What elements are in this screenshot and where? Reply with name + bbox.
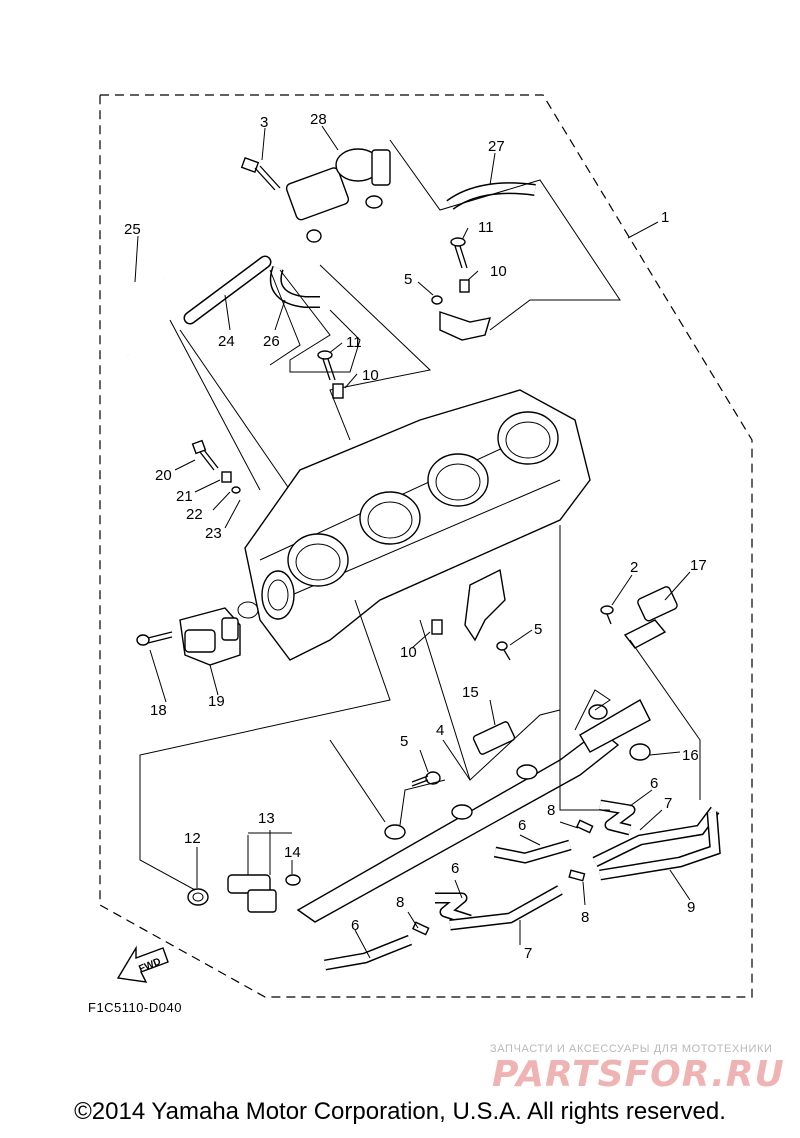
callout-6: 6 [518, 817, 526, 834]
callout-27: 27 [488, 138, 505, 155]
vacuum-sensor-part [285, 148, 391, 243]
watermark-logo: PARTSFOR.RU [492, 1054, 785, 1095]
callout-7: 7 [664, 795, 672, 812]
throttle-position-sensor-part [136, 601, 259, 666]
hoses-group [113, 182, 536, 359]
callout-11: 11 [346, 334, 362, 351]
callout-6: 6 [650, 775, 658, 792]
callout-1: 1 [661, 209, 669, 226]
callout-8: 8 [396, 894, 404, 911]
fuel-hoses-group [324, 789, 721, 971]
callout-17: 17 [690, 557, 707, 574]
callout-15: 15 [462, 684, 479, 701]
connector-lines [139, 459, 701, 891]
callout-20: 20 [155, 467, 172, 484]
callout-7: 7 [524, 945, 532, 962]
callout-10: 10 [362, 367, 379, 384]
assembly-boundary [99, 94, 753, 998]
throttle-body-part [244, 389, 591, 661]
callout-19: 19 [208, 693, 225, 710]
callout-5: 5 [404, 271, 412, 288]
callout-18: 18 [150, 702, 167, 719]
screw-part [317, 237, 491, 399]
fuel-rail-part [296, 699, 651, 923]
pressure-sensor-part [600, 586, 678, 649]
callout-9: 9 [687, 899, 695, 916]
fuel-injector-part [187, 874, 301, 913]
bolt-part [240, 157, 281, 191]
leader-lines [134, 125, 659, 389]
copyright-notice: ©2014 Yamaha Motor Corporation, U.S.A. A… [74, 1098, 726, 1125]
callout-6: 6 [351, 917, 359, 934]
callout-8: 8 [581, 909, 589, 926]
callout-14: 14 [284, 844, 301, 861]
callout-21: 21 [176, 488, 193, 505]
callout-28: 28 [310, 111, 327, 128]
watermark-subtitle: ЗАПЧАСТИ И АКСЕССУАРЫ ДЛЯ МОТОТЕХНИКИ [490, 1043, 773, 1055]
callout-2: 2 [630, 559, 638, 576]
adjusting-screw-part [191, 439, 241, 494]
callout-5: 5 [534, 621, 542, 638]
forward-arrow-icon: FWD [116, 945, 169, 983]
connector-lines [169, 139, 621, 491]
callout-11: 11 [478, 219, 494, 236]
callout-13: 13 [258, 810, 275, 827]
screw-part [411, 771, 441, 787]
callout-6: 6 [451, 860, 459, 877]
callout-5: 5 [400, 733, 408, 750]
callout-25: 25 [124, 221, 141, 238]
callout-12: 12 [184, 830, 201, 847]
callout-24: 24 [218, 333, 235, 350]
callout-10: 10 [490, 263, 507, 280]
callout-labels: 1 2 3 4 5 5 5 6 6 6 6 7 7 8 8 8 9 10 10 … [124, 111, 707, 962]
callout-3: 3 [260, 114, 268, 131]
diagram-code: F1C5110-D040 [88, 1000, 182, 1015]
callout-26: 26 [263, 333, 280, 350]
callout-4: 4 [436, 722, 444, 739]
bracket-part [431, 568, 511, 661]
callout-16: 16 [682, 747, 699, 764]
callout-22: 22 [186, 506, 203, 523]
callout-8: 8 [547, 802, 555, 819]
callout-10: 10 [400, 644, 417, 661]
callout-23: 23 [205, 525, 222, 542]
